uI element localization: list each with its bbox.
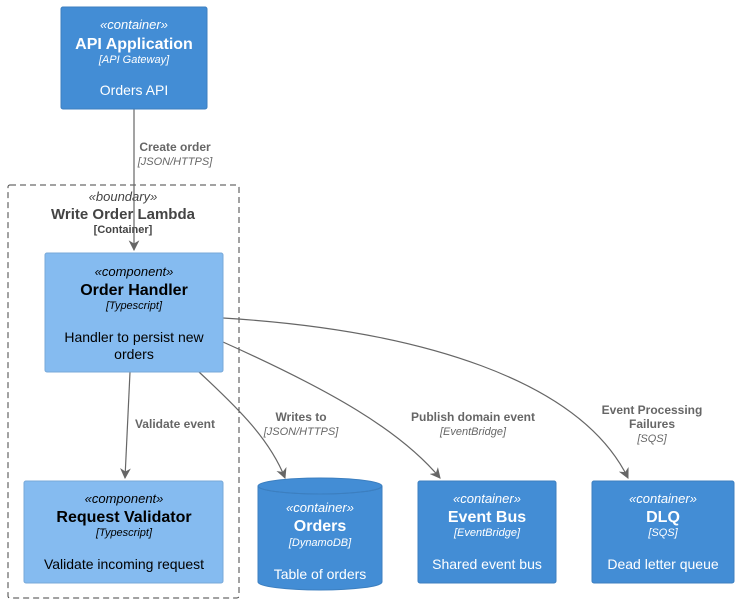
- edges: [120, 109, 629, 480]
- node-stereotype: «container»: [453, 491, 521, 506]
- edge-label-event-processing-failures-line1: Event Processing: [602, 403, 703, 417]
- node-stereotype: «container»: [100, 17, 168, 32]
- edge-tech-publish-domain-event: [EventBridge]: [439, 426, 507, 438]
- node-api-application: «container» API Application [API Gateway…: [60, 6, 208, 110]
- node-technology: [SQS]: [647, 527, 678, 539]
- node-title: Request Validator: [56, 509, 191, 526]
- node-orders-database: «container» Orders [DynamoDB] Table of o…: [257, 477, 383, 591]
- boundary-frame: [7, 184, 240, 599]
- node-shape: [591, 480, 735, 584]
- edge-label-validate-event: Validate event: [135, 417, 215, 431]
- edge-event-processing-failures: [222, 317, 629, 479]
- boundary-title: Write Order Lambda: [51, 206, 196, 223]
- edge-writes-to: [198, 371, 287, 480]
- node-technology: [EventBridge]: [453, 527, 521, 539]
- node-title: Orders: [294, 518, 347, 535]
- edge-publish-domain-event: [222, 341, 441, 479]
- edge-label-event-processing-failures-line2: Failures: [629, 417, 675, 431]
- node-stereotype: «container»: [629, 491, 697, 506]
- node-technology: [Typescript]: [95, 527, 153, 539]
- node-order-handler: «component» Order Handler [Typescript] H…: [44, 252, 224, 373]
- boundary-stereotype: «boundary»: [89, 189, 158, 204]
- node-stereotype: «component»: [95, 264, 174, 279]
- node-description-line1: Handler to persist new: [64, 329, 204, 345]
- node-shape: [44, 252, 224, 373]
- node-description: Table of orders: [274, 566, 367, 582]
- edge-label-publish-domain-event: Publish domain event: [411, 410, 535, 424]
- node-title: DLQ: [646, 509, 680, 526]
- node-title: Order Handler: [80, 282, 188, 299]
- edge-tech-event-processing-failures: [SQS]: [636, 433, 667, 445]
- edge-label-create-order: Create order: [139, 140, 211, 154]
- node-shape: [60, 6, 208, 110]
- node-technology: [DynamoDB]: [288, 537, 352, 549]
- node-title: API Application: [75, 36, 193, 53]
- edge-tech-writes-to: [JSON/HTTPS]: [263, 426, 340, 438]
- edge-label-writes-to: Writes to: [275, 410, 326, 424]
- node-shape: [23, 480, 224, 584]
- node-stereotype: «container»: [286, 500, 354, 515]
- node-description: Dead letter queue: [607, 556, 719, 572]
- node-stereotype: «component»: [85, 491, 164, 506]
- node-request-validator: «component» Request Validator [Typescrip…: [23, 480, 224, 584]
- node-shape: [417, 480, 557, 584]
- database-body: [257, 486, 383, 591]
- node-description: Shared event bus: [432, 556, 542, 572]
- database-rim: [257, 485, 383, 495]
- boundary-write-order-lambda: «boundary» Write Order Lambda [Container…: [7, 184, 240, 599]
- node-description-line2: orders: [114, 346, 154, 362]
- node-description: Validate incoming request: [44, 556, 204, 572]
- node-title: Event Bus: [448, 509, 526, 526]
- node-event-bus: «container» Event Bus [EventBridge] Shar…: [417, 480, 557, 584]
- node-dlq: «container» DLQ [SQS] Dead letter queue: [591, 480, 735, 584]
- edge-tech-create-order: [JSON/HTTPS]: [137, 156, 214, 168]
- edge-validate-event: [120, 371, 131, 480]
- boundary-type: [Container]: [94, 224, 153, 236]
- node-technology: [Typescript]: [105, 300, 163, 312]
- edge-labels: Create order [JSON/HTTPS] Validate event…: [135, 140, 702, 445]
- node-description: Orders API: [100, 82, 168, 98]
- node-technology: [API Gateway]: [98, 54, 170, 66]
